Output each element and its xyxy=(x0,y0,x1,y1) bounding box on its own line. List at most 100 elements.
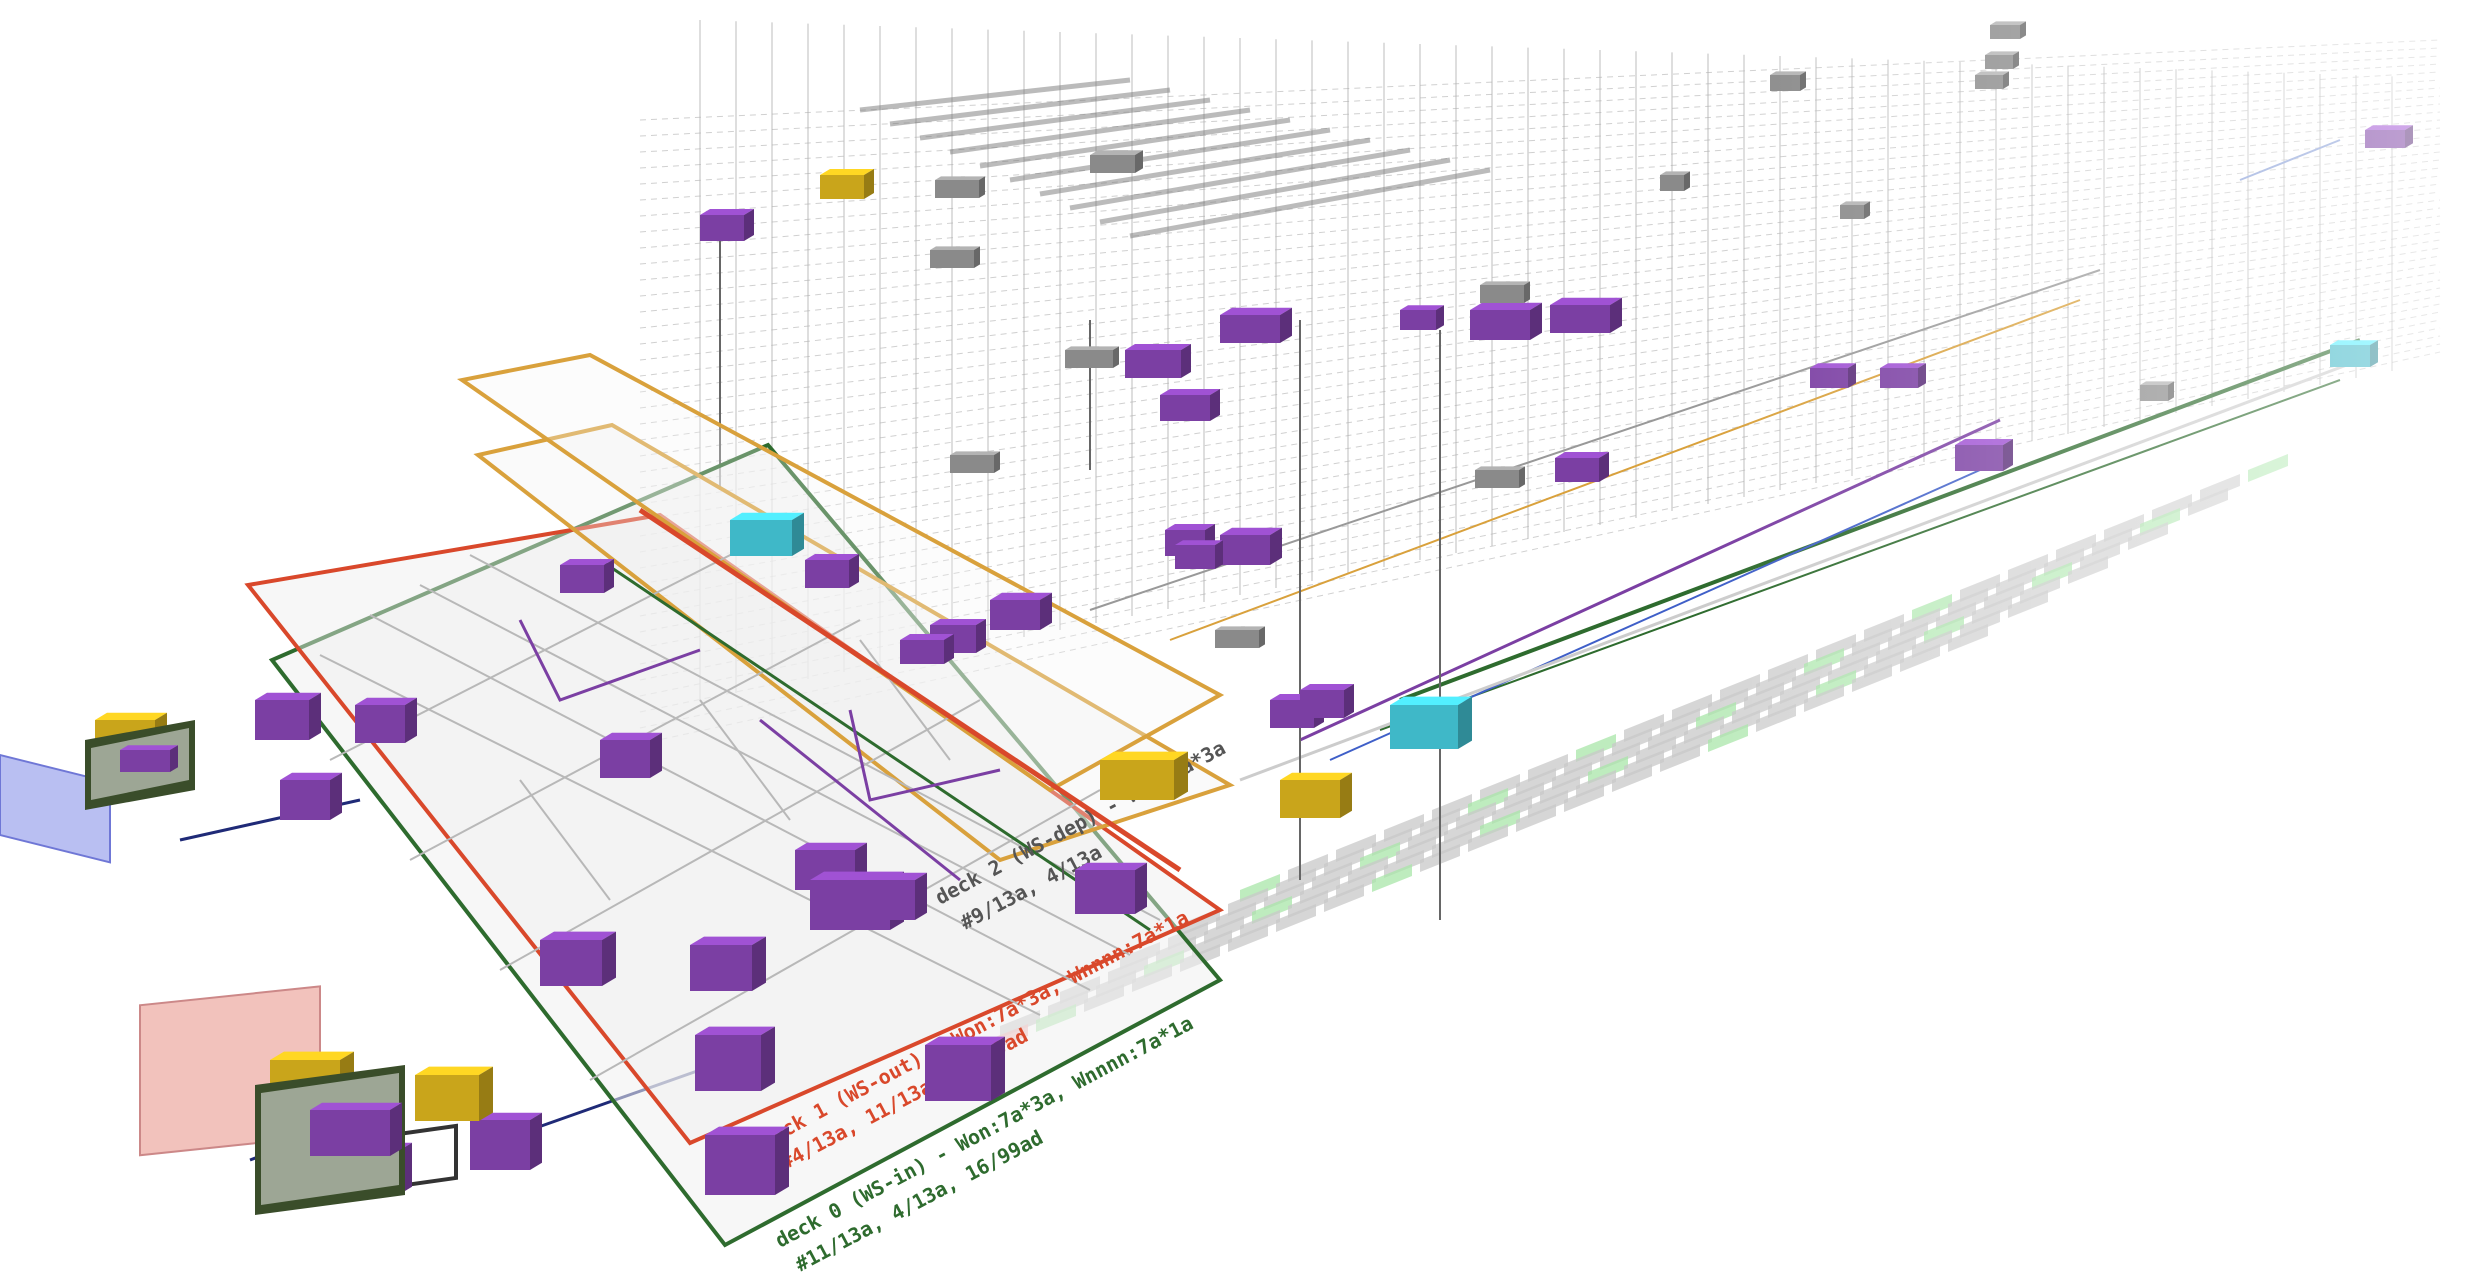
module-box xyxy=(820,169,874,199)
module-boxes xyxy=(85,21,2413,1215)
module-box xyxy=(1555,452,1609,482)
grid-rail xyxy=(639,207,2441,457)
module-box xyxy=(310,1102,402,1156)
floor-block xyxy=(1588,756,1628,784)
floor-block xyxy=(1384,814,1424,842)
floor-block xyxy=(1348,856,1388,884)
floor-block xyxy=(1192,930,1232,958)
module-box xyxy=(1500,281,1530,303)
grid-rail xyxy=(639,71,2441,185)
module-box xyxy=(1220,307,1292,343)
floor-block xyxy=(1372,864,1412,892)
floor-block xyxy=(1564,784,1604,812)
floor-block xyxy=(1408,822,1448,850)
grid-rail xyxy=(639,63,2441,169)
module-box xyxy=(120,745,178,772)
floor-block xyxy=(1528,790,1568,818)
module-box xyxy=(1220,527,1282,565)
module-box xyxy=(1550,297,1622,333)
deck-2-plane xyxy=(473,422,1235,863)
grid-rail xyxy=(639,95,2441,233)
floor-block xyxy=(1624,714,1664,742)
module-box xyxy=(1100,751,1188,800)
module-box xyxy=(1400,305,1444,330)
floor-block xyxy=(1660,708,1700,736)
module-box xyxy=(695,1026,775,1091)
floor-block xyxy=(1480,810,1520,838)
grid-bar xyxy=(1129,167,1491,239)
grid-bar xyxy=(1099,157,1451,225)
module-box xyxy=(540,931,616,986)
module-box xyxy=(950,246,980,268)
module-box xyxy=(700,209,754,241)
floor-block xyxy=(1252,896,1292,924)
floor-block xyxy=(1240,910,1280,938)
floor-block xyxy=(1276,904,1316,932)
module-box xyxy=(1235,626,1265,648)
module-box xyxy=(990,592,1052,630)
module-box xyxy=(1125,344,1191,378)
module-box xyxy=(955,176,985,198)
grid-rail xyxy=(639,303,2441,649)
floor-block xyxy=(1336,870,1376,898)
module-box xyxy=(1105,150,1143,173)
floor-block xyxy=(1552,762,1592,790)
module-box xyxy=(280,772,342,820)
module-box xyxy=(970,451,1000,473)
module-box xyxy=(705,1126,789,1195)
module-box xyxy=(805,554,859,588)
module-box xyxy=(1160,389,1220,421)
floor-block xyxy=(1288,854,1328,882)
floor-block xyxy=(1444,816,1484,844)
module-box xyxy=(355,697,417,743)
floor-block xyxy=(1564,748,1604,776)
grid-bar xyxy=(1039,137,1371,197)
module-box xyxy=(1390,696,1472,749)
grid-bar xyxy=(1009,127,1331,183)
floor-block xyxy=(1372,828,1412,856)
module-box xyxy=(1175,540,1223,569)
module-box xyxy=(1470,302,1542,340)
floor-block xyxy=(1636,736,1676,764)
floor-block xyxy=(1240,874,1280,902)
floor-block xyxy=(1504,782,1544,810)
floor-block xyxy=(1492,796,1532,824)
grid-bar xyxy=(889,87,1171,127)
grid-bar xyxy=(979,117,1291,169)
floor-block xyxy=(1516,768,1556,796)
module-box xyxy=(855,872,927,920)
floor-block xyxy=(1384,850,1424,878)
module-box xyxy=(600,732,662,778)
floor-block xyxy=(1396,836,1436,864)
module-box xyxy=(255,692,321,740)
grid-bar xyxy=(919,97,1211,141)
floor-block xyxy=(1432,830,1472,858)
module-box xyxy=(1085,346,1119,368)
floor-block xyxy=(1324,848,1364,876)
grid-rail xyxy=(639,287,2441,617)
grid-rail xyxy=(639,111,2441,265)
floor-block xyxy=(1576,770,1616,798)
blue-info-panel xyxy=(0,753,111,864)
floor-block xyxy=(1360,842,1400,870)
grid-rail xyxy=(639,295,2441,633)
module-box xyxy=(1280,772,1352,818)
floor-block xyxy=(1648,722,1688,750)
module-box xyxy=(925,1036,1005,1101)
floor-block xyxy=(1264,882,1304,910)
grid-rail xyxy=(639,311,2441,665)
floor-block xyxy=(1288,890,1328,918)
floor-block xyxy=(1456,802,1496,830)
floor-block xyxy=(1624,750,1664,778)
floor-block xyxy=(1276,868,1316,896)
floor-block xyxy=(1228,924,1268,952)
grid-bar xyxy=(949,107,1251,155)
module-box xyxy=(690,936,766,991)
floor-block xyxy=(1600,742,1640,770)
module-box xyxy=(470,1112,542,1170)
floor-block xyxy=(1336,834,1376,862)
module-box xyxy=(1660,171,1690,191)
module-box xyxy=(900,634,954,664)
module-box xyxy=(415,1066,493,1121)
floor-block xyxy=(1300,876,1340,904)
